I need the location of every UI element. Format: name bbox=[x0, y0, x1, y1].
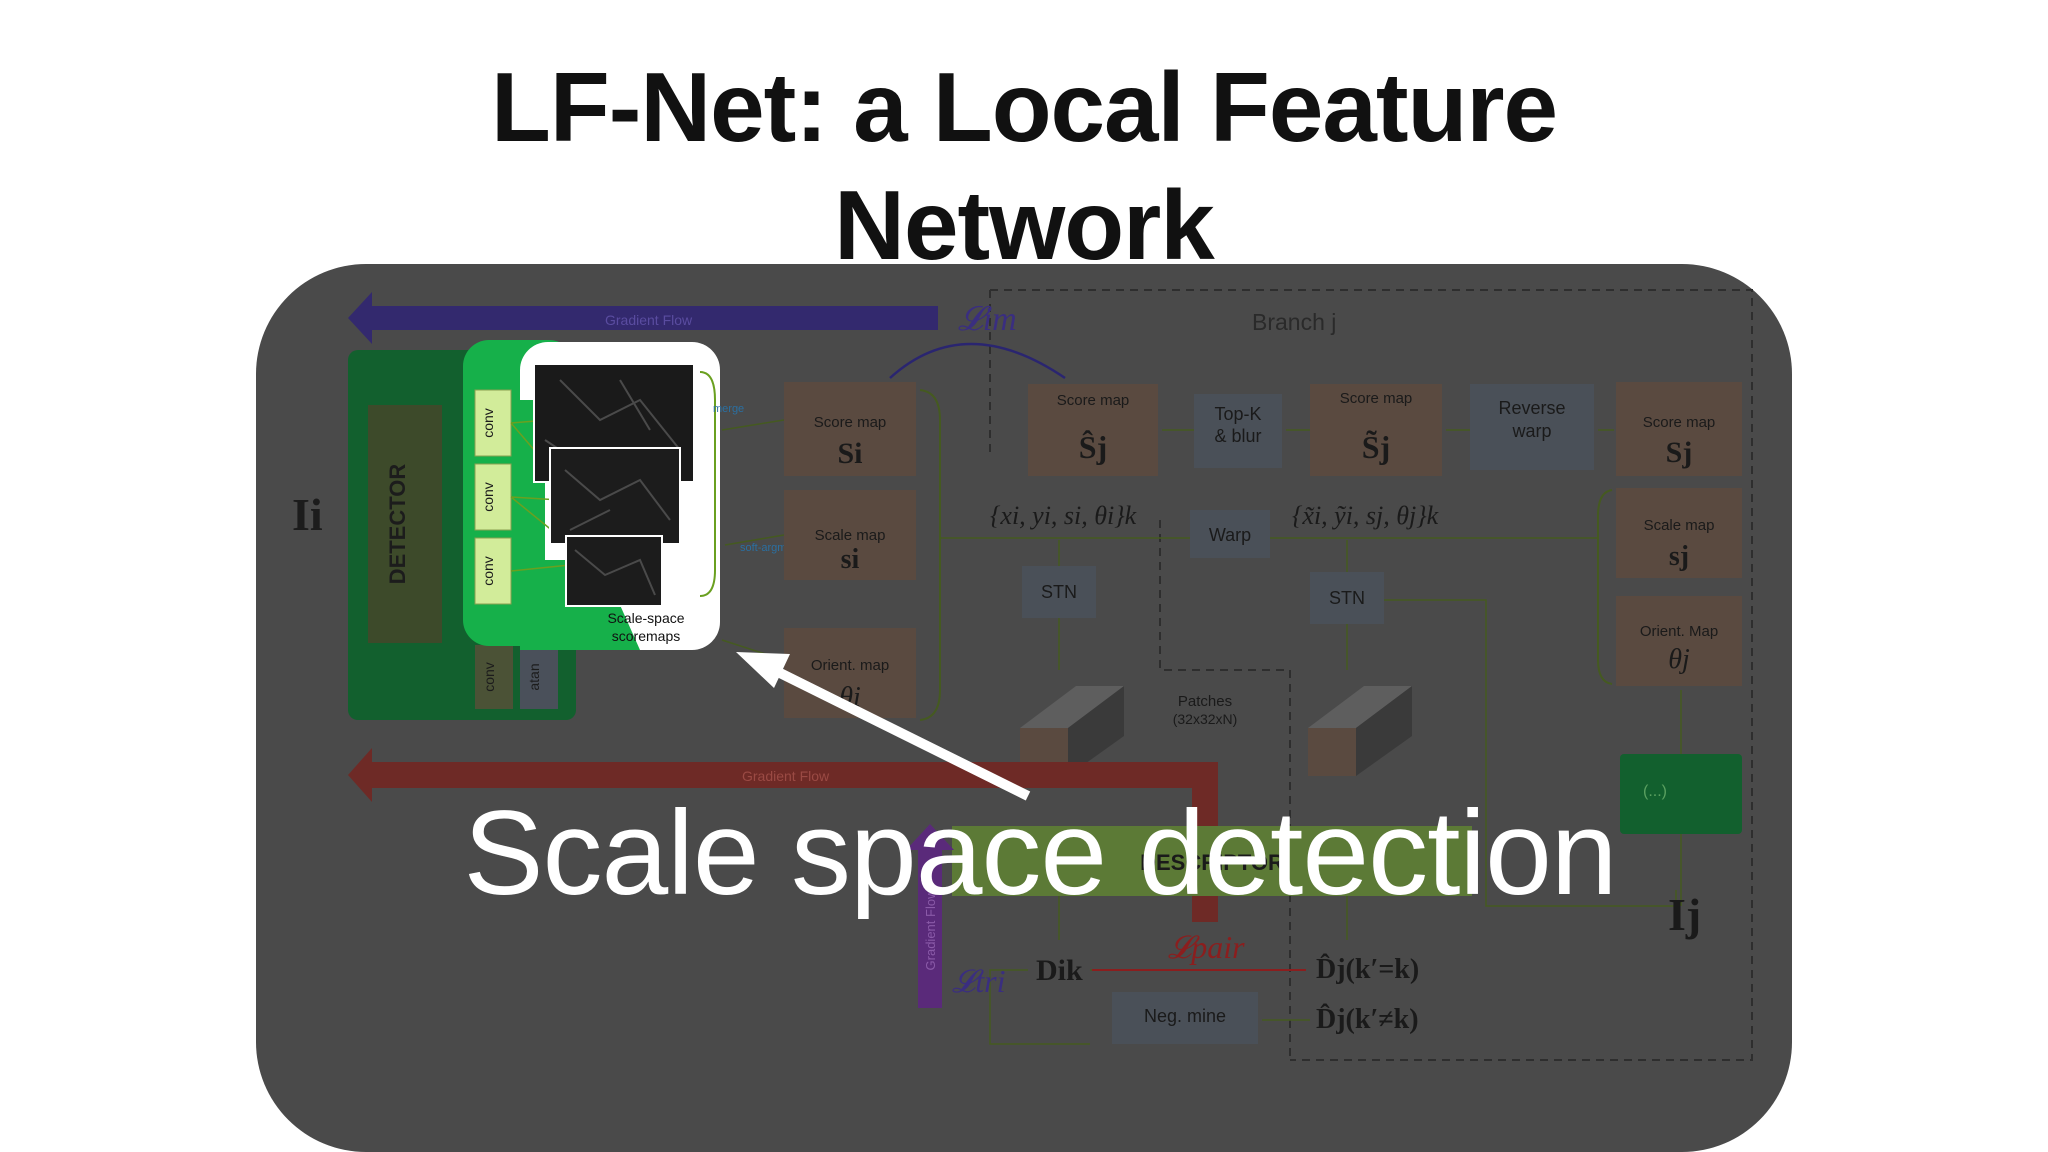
atan-label: atan bbox=[526, 663, 542, 690]
conv-label-3: conv bbox=[480, 556, 496, 586]
gradient-flow-mid-label: Gradient Flow bbox=[742, 768, 830, 784]
scorespace-label-2: scoremaps bbox=[612, 628, 680, 644]
pointer-arrow-shaft bbox=[767, 663, 1031, 801]
merge-bracket bbox=[699, 371, 716, 597]
scale-map-j-box bbox=[1616, 488, 1742, 578]
loss-im-label: 𝓛im bbox=[958, 301, 1017, 338]
reverse-warp-label-1: Reverse bbox=[1498, 398, 1565, 418]
conv-box-1 bbox=[474, 389, 512, 457]
gradient-flow-mid-head bbox=[348, 748, 372, 802]
stn-right-box bbox=[1310, 572, 1384, 624]
score-map-i-symbol: Si bbox=[837, 437, 862, 470]
ellipsis-label: (...) bbox=[1643, 783, 1667, 800]
patch-cube-right bbox=[1308, 686, 1412, 776]
stn-left-label: STN bbox=[1041, 582, 1077, 602]
loss-tri-label: 𝓛tri bbox=[952, 963, 1006, 999]
conv-bottom-box bbox=[475, 645, 513, 709]
gradient-flow-vertical-label: Gradient Flow bbox=[923, 889, 938, 971]
desc-j-pos-label: D̂j(k′=k) bbox=[1316, 954, 1419, 985]
stn-connectors bbox=[1058, 540, 1677, 907]
conv-label-1: conv bbox=[480, 408, 496, 438]
input-i-label: Ii bbox=[292, 489, 323, 540]
orient-map-i-label: Orient. map bbox=[811, 657, 889, 674]
desc-j-neg-label: D̂j(k′≠k) bbox=[1316, 1004, 1419, 1035]
ellipsis-box bbox=[1620, 754, 1742, 834]
conv-box-2 bbox=[474, 463, 512, 531]
gradient-flow-top-label: Gradient Flow bbox=[605, 312, 693, 328]
map-stack-i-bracket bbox=[919, 389, 941, 721]
scoremap-2-texture bbox=[564, 469, 671, 531]
scale-map-i-symbol: si bbox=[841, 544, 860, 575]
score-map-tilde-box bbox=[1310, 384, 1442, 476]
gradient-flow-top-head bbox=[348, 292, 372, 344]
input-j-label: Ij bbox=[1668, 889, 1701, 940]
topk-box bbox=[1194, 394, 1282, 468]
warp-box bbox=[1190, 510, 1270, 558]
score-map-tilde-symbol: S̃j bbox=[1362, 429, 1390, 465]
score-map-j-label: Score map bbox=[1643, 414, 1716, 431]
reverse-warp-box bbox=[1470, 384, 1594, 470]
score-map-tilde-label: Score map bbox=[1340, 390, 1413, 407]
orient-map-j-symbol: θj bbox=[1668, 644, 1690, 675]
orient-map-j-box bbox=[1616, 596, 1742, 686]
loss-im-arc bbox=[889, 342, 1066, 380]
gradient-flow-mid-bar bbox=[370, 762, 1218, 788]
gradient-flow-top-bar bbox=[370, 306, 938, 330]
detector-label-box bbox=[368, 405, 442, 643]
orient-map-j-label: Orient. Map bbox=[1640, 623, 1718, 640]
conv-bottom-label: conv bbox=[481, 662, 497, 692]
score-map-j-symbol: Sj bbox=[1666, 436, 1693, 469]
scale-map-i-box bbox=[784, 490, 916, 580]
desc-i-label: Dik bbox=[1036, 954, 1083, 987]
gradient-flow-vertical-bar bbox=[918, 848, 942, 1008]
score-map-i-box bbox=[784, 382, 916, 476]
score-map-i-label: Score map bbox=[814, 414, 887, 431]
topk-label-1: Top-K bbox=[1214, 404, 1261, 424]
descriptor-out-lines bbox=[989, 896, 1348, 1045]
keypoints-j-label: {x̃i, ỹi, sj, θj}k bbox=[1292, 501, 1439, 530]
patches-label-1: Patches bbox=[1178, 693, 1232, 710]
slide-title: LF-Net: a Local Feature Network bbox=[0, 48, 2048, 284]
scorespace-label-1: Scale-space bbox=[607, 610, 684, 626]
title-line-2: Network bbox=[834, 170, 1215, 280]
score-map-hat-label: Score map bbox=[1057, 392, 1130, 409]
map-stack-j-bracket bbox=[1597, 489, 1613, 685]
neg-mine-label: Neg. mine bbox=[1144, 1006, 1226, 1026]
branch-label: Branch j bbox=[1252, 309, 1336, 335]
score-map-hat-symbol: Ŝj bbox=[1079, 429, 1107, 465]
keypoints-i-label: {xi, yi, si, θi}k bbox=[990, 501, 1137, 530]
score-map-hat-box bbox=[1028, 384, 1158, 476]
detector-label: DETECTOR bbox=[385, 464, 410, 585]
descriptor-label: DESCRIPTOR bbox=[1140, 850, 1284, 875]
conv-label-2: conv bbox=[480, 482, 496, 512]
neg-mine-box bbox=[1112, 992, 1258, 1044]
scoremap-2 bbox=[549, 447, 681, 545]
caption-overlay: Scale space detection bbox=[463, 786, 1617, 920]
stn-left-box bbox=[1022, 566, 1096, 618]
scoremap-3-texture bbox=[574, 549, 656, 596]
reverse-warp-label-2: warp bbox=[1511, 421, 1551, 441]
score-map-j-box bbox=[1616, 382, 1742, 476]
loss-pair-label: 𝓛pair bbox=[1168, 929, 1245, 965]
conv-box-3 bbox=[474, 537, 512, 605]
topk-label-2: & blur bbox=[1214, 426, 1261, 446]
stn-right-label: STN bbox=[1329, 588, 1365, 608]
descriptor-bar bbox=[952, 826, 1472, 896]
scale-map-i-label: Scale map bbox=[815, 527, 886, 544]
warp-label: Warp bbox=[1209, 525, 1251, 545]
branch-frame bbox=[989, 289, 1753, 1061]
patches-label-2: (32x32xN) bbox=[1173, 711, 1238, 727]
scale-map-j-label: Scale map bbox=[1644, 517, 1715, 534]
merge-label: merge bbox=[713, 403, 744, 415]
title-line-1: LF-Net: a Local Feature bbox=[490, 52, 1558, 162]
scale-map-j-symbol: sj bbox=[1669, 541, 1689, 572]
pointer-arrow-head bbox=[736, 652, 790, 688]
gradient-flow-vertical-head bbox=[906, 824, 954, 850]
atan-box bbox=[520, 645, 558, 709]
softargmax-label: soft-argmax bbox=[740, 542, 799, 554]
